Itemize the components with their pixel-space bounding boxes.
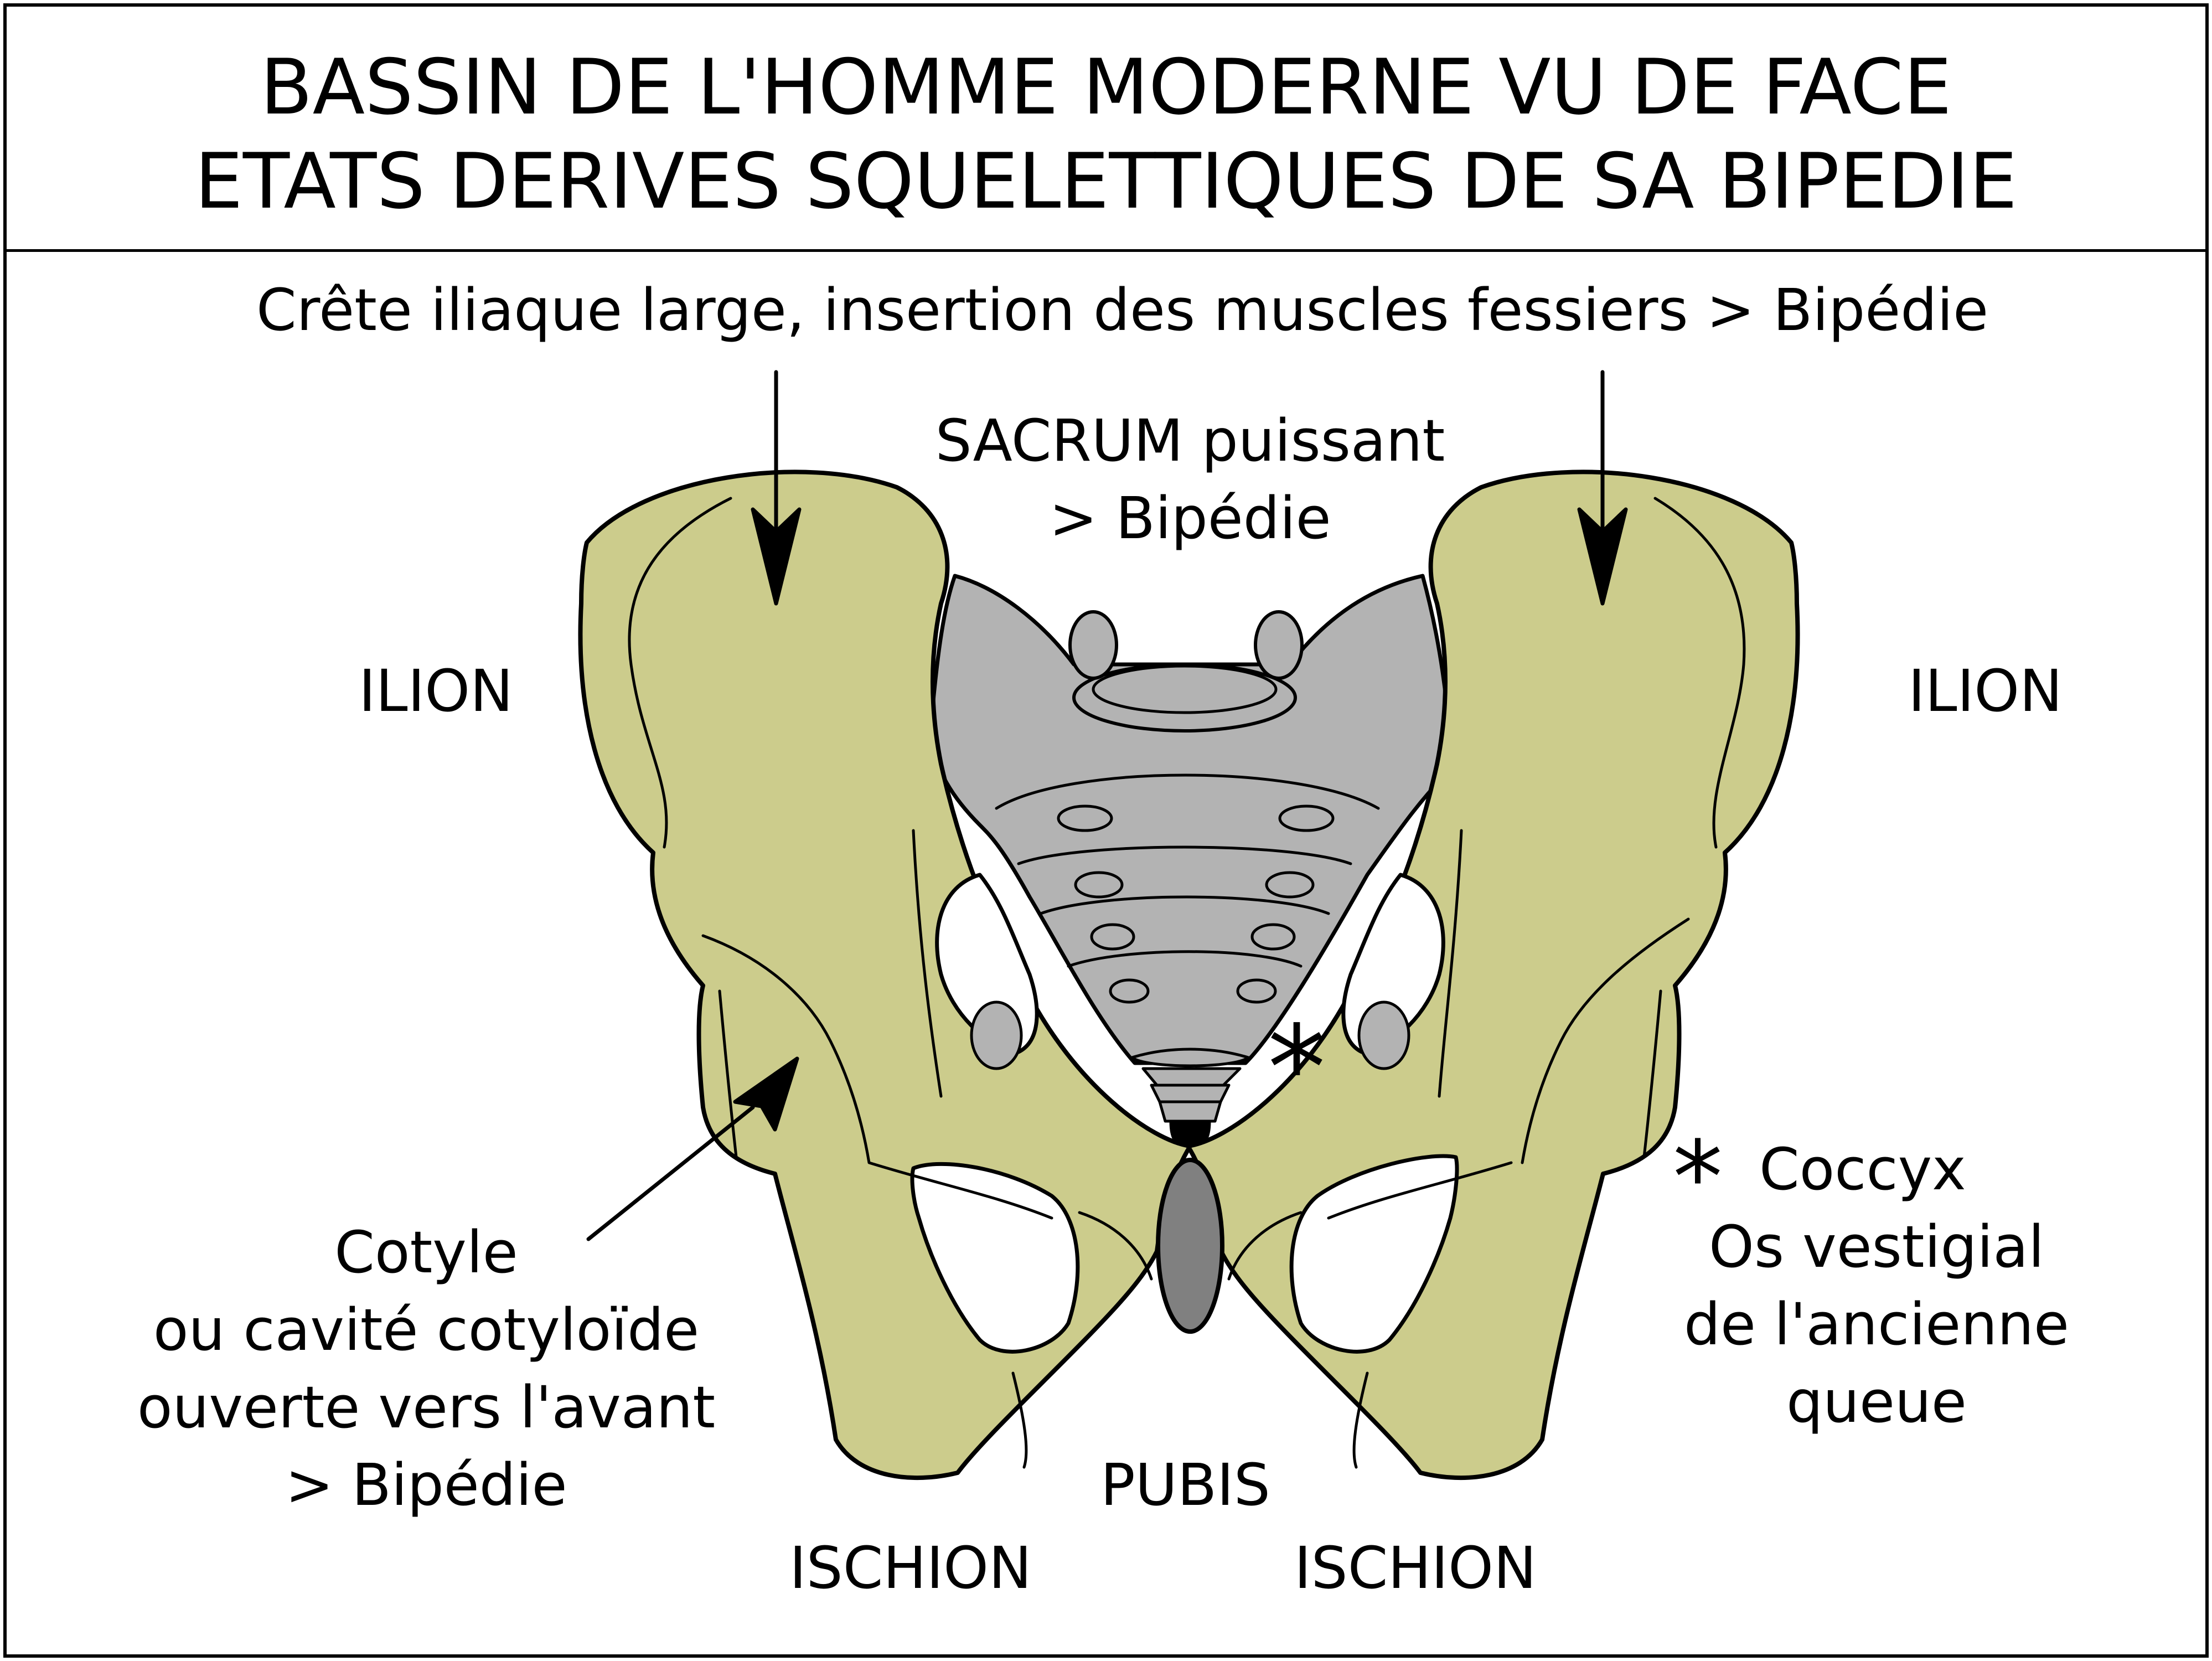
sacral-ala-knob-right [1254,610,1304,680]
ilion-left-label: ILION [359,657,513,725]
iliac-crest-label: Crête iliaque large, insertion des muscl… [256,276,1989,344]
sacral-promontory [1072,663,1297,733]
sacral-promontory-inner [1092,664,1278,714]
cotyle-label-line-1: Cotyle [334,1219,518,1286]
ischion-right-label: ISCHION [1294,1534,1537,1602]
cotyle-label-line-2: ou cavité cotyloïde [153,1296,700,1364]
cotyle-arrow [586,1056,799,1241]
title-box: BASSIN DE L'HOMME MODERNE VU DE FACE ETA… [7,7,2205,252]
coccyx-marker-legend: * [1673,1120,1723,1236]
hip-bone-detail-lines [628,497,1746,1469]
coccyx-label-line-4: queue [1786,1368,1967,1436]
pubis-label: PUBIS [1100,1451,1270,1519]
sacrum-label-line-1: SACRUM puissant [935,407,1445,474]
coccyx-label-line-1: Coccyx [1759,1136,1966,1203]
ischial-spine-left [970,1000,1023,1070]
ischial-spine-right [1357,1000,1410,1070]
title-line-2: ETATS DERIVES SQUELETTIQUES DE SA BIPEDI… [194,137,2018,226]
coccyx [1130,1048,1250,1148]
coccyx-marker-near-bone: * [1268,1000,1326,1136]
coccyx-label-line-2: Os vestigial [1708,1213,2045,1281]
pubic-symphysis [1156,1158,1224,1334]
iliac-crest-arrows [751,370,1628,606]
sacral-ridges [995,773,1380,968]
sacral-ala-knob-left [1068,610,1118,680]
diagram-frame: BASSIN DE L'HOMME MODERNE VU DE FACE ETA… [3,3,2209,1658]
title-line-1: BASSIN DE L'HOMME MODERNE VU DE FACE [260,43,1952,132]
sacral-foramina [1057,804,1335,1004]
ischion-left-label: ISCHION [789,1534,1032,1602]
ilion-right-label: ILION [1908,657,2063,725]
coccyx-label-line-3: de l'ancienne [1683,1291,2070,1358]
cotyle-label-line-4: > Bipédie [285,1451,567,1519]
obturator-foramen-right [1289,1154,1459,1354]
sacrum-label-line-2: > Bipédie [1049,484,1331,552]
sacrum [928,574,1453,1065]
cotyle-label-line-3: ouverte vers l'avant [137,1374,716,1441]
